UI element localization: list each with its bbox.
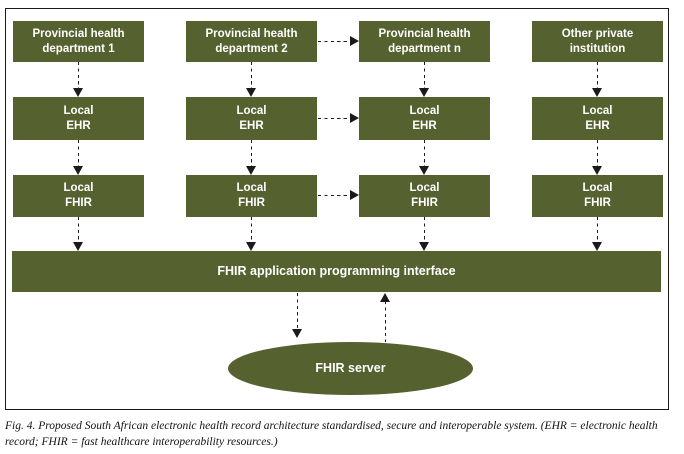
- col1-local-fhir-box: Local FHIR: [13, 175, 144, 217]
- col4-local-fhir-box: Local FHIR: [532, 175, 663, 217]
- arrow-down-col3-src-ehr: [419, 62, 430, 97]
- other-private-institution-box: Other private institution: [532, 21, 663, 62]
- col2-local-fhir-box: Local FHIR: [186, 175, 317, 217]
- col3-local-ehr-box: Local EHR: [359, 97, 490, 140]
- fhir-server-ellipse: FHIR server: [228, 342, 473, 395]
- arrow-right-dept2-deptn: [318, 36, 359, 47]
- figure-caption: Fig. 4. Proposed South African electroni…: [5, 420, 658, 448]
- provincial-dept-1-box: Provincial health department 1: [13, 21, 144, 62]
- arrow-down-api-to-server: [292, 293, 303, 338]
- arrow-down-col3-fhir-api: [419, 217, 430, 251]
- arrow-down-col3-ehr-fhir: [419, 140, 430, 175]
- arrow-right-ehr2-ehrn: [318, 113, 359, 124]
- arrow-down-col2-ehr-fhir: [246, 140, 257, 175]
- arrow-down-col1-ehr-fhir: [73, 140, 84, 175]
- col4-local-ehr-box: Local EHR: [532, 97, 663, 140]
- arrow-down-col4-src-ehr: [592, 62, 603, 97]
- diagram-frame: [5, 8, 669, 410]
- provincial-dept-2-box: Provincial health department 2: [186, 21, 317, 62]
- col2-local-ehr-box: Local EHR: [186, 97, 317, 140]
- fhir-api-bar: FHIR application programming interface: [12, 251, 661, 292]
- col1-local-ehr-box: Local EHR: [13, 97, 144, 140]
- arrow-down-col1-src-ehr: [73, 62, 84, 97]
- arrow-up-server-to-api: [380, 293, 391, 342]
- arrow-down-col1-fhir-api: [73, 217, 84, 251]
- arrow-down-col4-fhir-api: [592, 217, 603, 251]
- col3-local-fhir-box: Local FHIR: [359, 175, 490, 217]
- arrow-down-col4-ehr-fhir: [592, 140, 603, 175]
- arrow-right-fhir2-fhirn: [318, 190, 359, 201]
- provincial-dept-n-box: Provincial health department n: [359, 21, 490, 62]
- arrow-down-col2-fhir-api: [246, 217, 257, 251]
- arrow-down-col2-src-ehr: [246, 62, 257, 97]
